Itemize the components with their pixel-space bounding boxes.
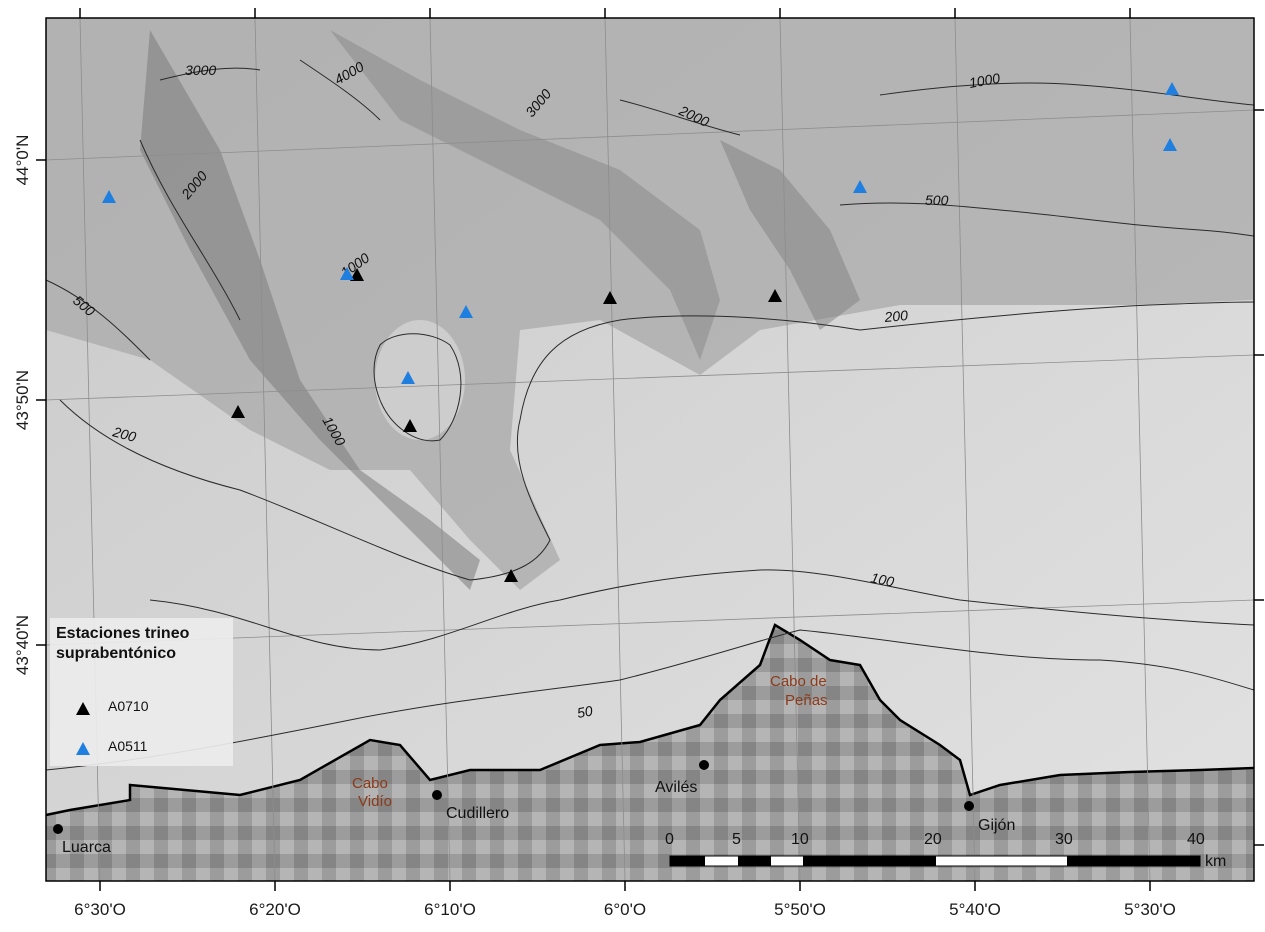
scale-tick-20: 20 (924, 831, 942, 848)
isobath-bank (373, 333, 462, 442)
cape-label-vidio: Cabo (352, 775, 388, 792)
town-dot-aviles[interactable] (699, 760, 709, 770)
top-ticks (79, 8, 1131, 18)
cape-label-penas: Peñas (785, 692, 828, 709)
scale-bar: 0 5 10 20 30 40 km (665, 831, 1226, 870)
map-border (45, 17, 1255, 882)
station-a0710-marker[interactable] (603, 291, 617, 304)
isobath-50 (45, 629, 1255, 771)
longitude-labels: 6°30'O 6°20'O 6°10'O 6°0'O 5°50'O 5°40'O… (74, 900, 1176, 919)
lon-label: 6°30'O (74, 900, 126, 919)
legend-label-a0710: A0710 (108, 698, 149, 714)
town-label-cudillero: Cudillero (446, 805, 509, 822)
isobath-500 (45, 202, 1255, 361)
graticule (45, 17, 1255, 882)
town-dot-luarca[interactable] (53, 824, 63, 834)
station-a0710-marker[interactable] (504, 569, 518, 582)
cape-label-vidio: Vidío (358, 793, 392, 810)
scale-unit: km (1205, 853, 1226, 870)
station-a0511-marker[interactable] (1165, 82, 1179, 95)
side-ticks (36, 109, 1264, 846)
bank-top (375, 320, 465, 440)
town-dot-gijon[interactable] (964, 801, 974, 811)
town-label-aviles: Avilés (655, 779, 697, 796)
contour-label: 100 (869, 569, 895, 590)
legend-triangle-a0511-icon (76, 742, 90, 755)
capes: Cabo Vidío Cabo de Peñas (352, 673, 828, 810)
coastline (45, 623, 1255, 817)
lat-label: 43°50'N (13, 370, 32, 430)
scale-tick-10: 10 (791, 831, 809, 848)
legend-triangle-a0710-icon (76, 702, 90, 715)
lat-label: 43°40'N (13, 615, 32, 675)
towns: Luarca Cudillero Avilés Gijón (53, 760, 1015, 856)
town-label-luarca: Luarca (62, 839, 111, 856)
legend-title: Estaciones trineo suprabentónico (56, 625, 190, 662)
station-a0511-marker[interactable] (340, 267, 354, 280)
station-a0710-marker[interactable] (768, 289, 782, 302)
lon-label: 6°20'O (249, 900, 301, 919)
canyon-shadows (140, 30, 480, 590)
station-a0511-marker[interactable] (1163, 138, 1177, 151)
bottom-ticks (99, 881, 1151, 891)
contour-label: 200 (883, 307, 909, 325)
isobath-2000-b (619, 99, 741, 136)
contour-label: 500 (925, 192, 949, 208)
town-dot-cudillero[interactable] (432, 790, 442, 800)
station-a0710-marker[interactable] (350, 268, 364, 281)
lon-label: 6°10'O (424, 900, 476, 919)
station-a0710-marker[interactable] (231, 405, 245, 418)
lon-label: 6°0'O (604, 900, 646, 919)
contour-label: 3000 (185, 62, 216, 78)
lat-label: 44°0'N (13, 135, 32, 186)
isobath-4000 (299, 59, 381, 121)
scale-tick-40: 40 (1187, 831, 1205, 848)
canyon-shadows-2 (330, 30, 720, 360)
canyon-shadows-3 (720, 140, 860, 330)
lon-label: 5°40'O (949, 900, 1001, 919)
legend: Estaciones trineo suprabentónico A0710 A… (50, 618, 233, 766)
scale-tick-30: 30 (1055, 831, 1073, 848)
station-a0710-marker[interactable] (403, 419, 417, 432)
isobath-3000-a (159, 67, 261, 81)
station-a0511-marker[interactable] (459, 305, 473, 318)
contour-label: 200 (110, 423, 138, 445)
isobaths (45, 59, 1255, 771)
slope-relief (46, 18, 1254, 590)
stations-a0511 (102, 82, 1179, 384)
cape-label-penas: Cabo de (770, 673, 827, 690)
land-area (46, 625, 1254, 881)
isobath-100 (149, 569, 1255, 651)
lon-label: 5°50'O (774, 900, 826, 919)
station-a0511-marker[interactable] (853, 180, 867, 193)
scale-tick-0: 0 (665, 831, 674, 848)
isobath-2000-a (139, 139, 241, 321)
station-a0511-marker[interactable] (102, 190, 116, 203)
town-label-gijon: Gijón (978, 817, 1015, 834)
contour-label: 1000 (968, 70, 1002, 91)
isobath-200 (59, 301, 1255, 581)
legend-label-a0511: A0511 (108, 738, 148, 754)
contour-label: 50 (576, 702, 594, 720)
latitude-labels: 44°0'N 43°50'N 43°40'N (13, 135, 32, 675)
station-a0511-marker[interactable] (401, 371, 415, 384)
isobath-1000 (879, 82, 1255, 106)
stations-a0710 (231, 268, 782, 582)
lon-label: 5°30'O (1124, 900, 1176, 919)
scale-tick-5: 5 (732, 831, 741, 848)
